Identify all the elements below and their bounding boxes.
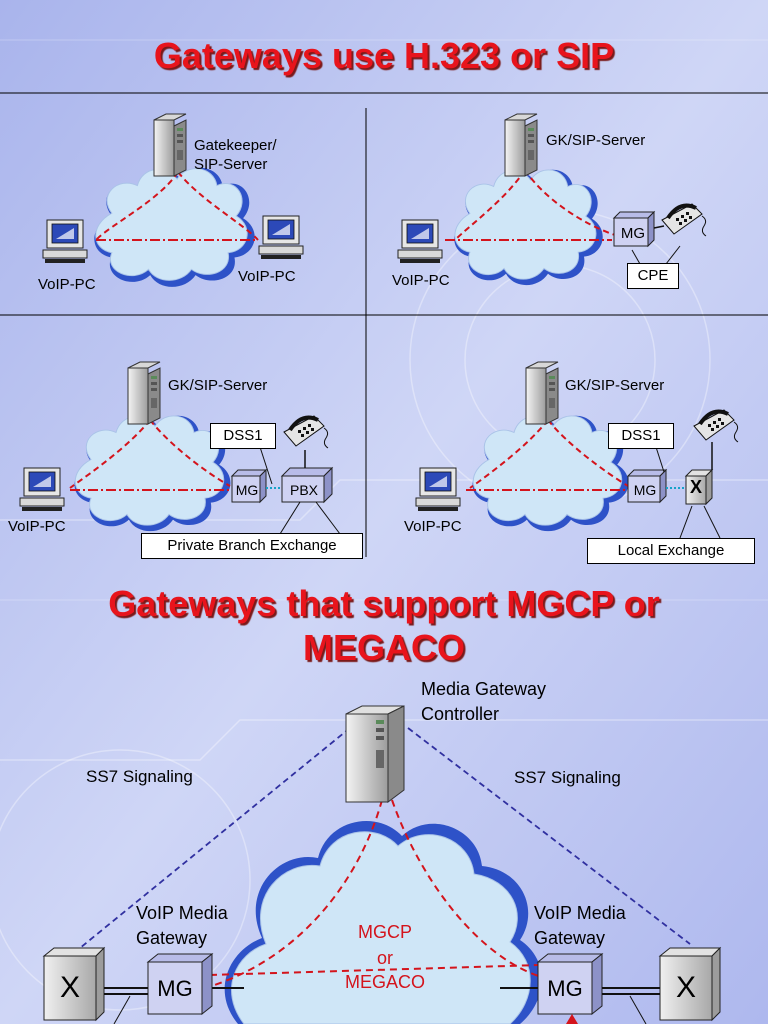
media-gateway-controller-icon [345, 705, 405, 803]
left-gateway-label-1: VoIP Media [136, 903, 228, 923]
panel1-network [42, 113, 304, 287]
section-title-line2: MEGACO [303, 627, 465, 668]
local-exchange-switch [685, 475, 707, 505]
panel2-server-label: GK/SIP-Server [546, 132, 646, 149]
protocol-label-3: MEGACO [344, 972, 425, 992]
server-icon [525, 361, 559, 425]
panel3-server-label: GK/SIP-Server [168, 377, 268, 394]
panel2-pc-label: VoIP-PC [392, 272, 450, 289]
panel4-pc-label: VoIP-PC [404, 518, 462, 535]
panel1-left-pc-label: VoIP-PC [38, 276, 96, 293]
panel4-switch-label: X [689, 477, 702, 497]
panel2-network [397, 113, 708, 286]
computer-icon [397, 219, 443, 264]
protocol-label-2: or [376, 948, 393, 968]
pbx-box [281, 475, 325, 503]
left-mg-label: MG [157, 976, 193, 1001]
computer-icon [415, 467, 461, 512]
server-icon [153, 113, 187, 177]
panel4-caption-box: Local Exchange [587, 538, 755, 564]
computer-icon [258, 215, 304, 260]
panel1-server-label-2: SIP-Server [194, 156, 268, 173]
section-title-line1: Gateways that support MGCP or [108, 583, 660, 624]
panel2-cpe-box: CPE [627, 263, 679, 289]
panel4-server-label: GK/SIP-Server [565, 377, 665, 394]
right-gateway-label-2: Gateway [534, 928, 606, 948]
protocol-label-1: MGCP [358, 922, 412, 942]
ss7-left-label: SS7 Signaling [86, 767, 193, 786]
panel3-dss1-box: DSS1 [210, 423, 276, 449]
panel4-dss1-box: DSS1 [608, 423, 674, 449]
phone-icon [660, 202, 708, 238]
left-mg-box [147, 961, 203, 1015]
right-mg-box [537, 961, 593, 1015]
left-gateway-label-2: Gateway [136, 928, 208, 948]
panel3-pbx-label: PBX [289, 482, 318, 498]
right-switch-icon [658, 946, 722, 1022]
left-switch-label: X [59, 971, 80, 1004]
computer-icon [42, 219, 88, 264]
right-mg-label: MG [547, 976, 583, 1001]
left-switch-icon [42, 946, 106, 1022]
controller-label-2: Controller [421, 704, 500, 724]
panel3-caption-box: Private Branch Exchange [141, 533, 363, 559]
panel1-right-pc-label: VoIP-PC [238, 268, 296, 285]
server-icon [127, 361, 161, 425]
ss7-right-label: SS7 Signaling [514, 768, 621, 787]
panel3-pc-label: VoIP-PC [8, 518, 66, 535]
panel3-mg-label: MG [235, 482, 259, 498]
phone-icon [282, 414, 330, 450]
panel2-mg-label: MG [620, 225, 646, 242]
media-gateway-box [613, 217, 649, 247]
panel3-network [19, 361, 341, 535]
right-gateway-label-1: VoIP Media [534, 903, 626, 923]
panel4-network [415, 361, 740, 539]
page-title: Gateways use H.323 or SIP [153, 35, 615, 76]
panel1-server-label-1: Gatekeeper/ [194, 137, 277, 154]
phone-icon [692, 408, 740, 444]
server-icon [504, 113, 538, 177]
right-switch-label: X [675, 971, 696, 1004]
controller-label-1: Media Gateway [421, 679, 547, 699]
mgcp-network [42, 705, 722, 1024]
panel4-mg-label: MG [633, 482, 657, 498]
computer-icon [19, 467, 65, 512]
